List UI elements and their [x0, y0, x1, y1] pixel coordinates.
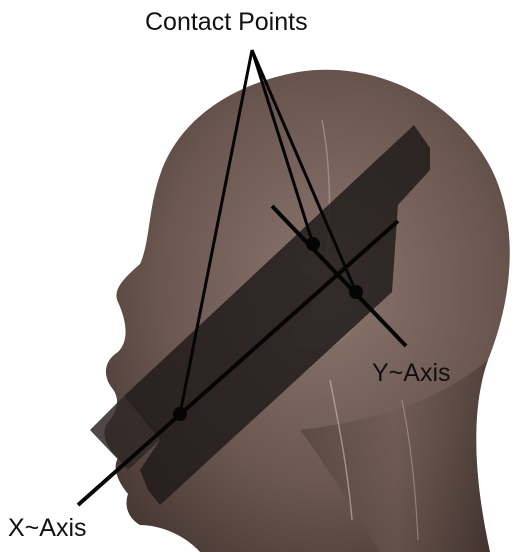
- y-axis-label: Y~Axis: [372, 359, 451, 387]
- contact-point: [306, 237, 320, 251]
- contact-point: [349, 285, 363, 299]
- contact-points-label: Contact Points: [145, 8, 308, 36]
- x-axis-label: X~Axis: [8, 514, 87, 542]
- contact-point: [173, 407, 187, 421]
